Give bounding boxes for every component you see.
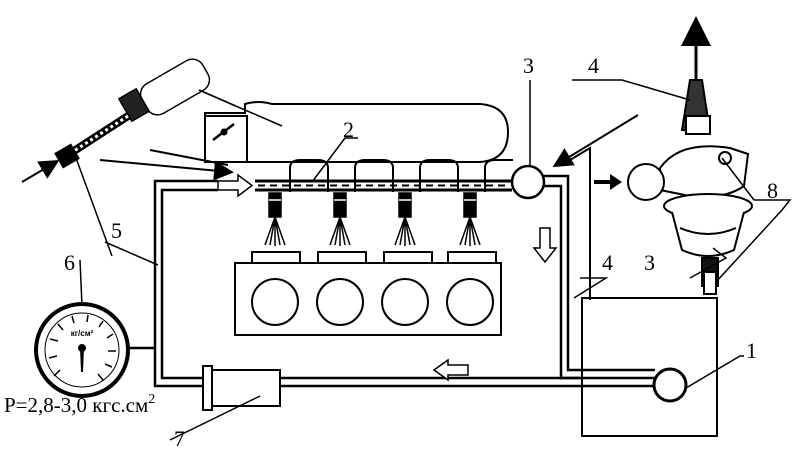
- callout-6: 6: [64, 250, 75, 275]
- regulator-arrow-icon: [594, 174, 622, 190]
- callout-2: 2: [343, 117, 354, 142]
- injector: [459, 192, 481, 246]
- fuel-tank: [581, 297, 718, 437]
- callout-5: 5: [111, 218, 122, 243]
- fuel-filter: [202, 365, 281, 411]
- pressure-caption: P=2,8-3,0 кгс.см2: [4, 392, 155, 417]
- callout-4-vacuum: 4: [588, 53, 599, 78]
- fuel-lines: [128, 146, 655, 388]
- fuel-rail: [255, 179, 512, 192]
- leader-lines: [75, 79, 792, 441]
- regulator-detail: [627, 16, 753, 295]
- pressure-exponent: 2: [148, 392, 155, 407]
- callout-3-rail: 3: [523, 53, 534, 78]
- fuel-pump: [652, 367, 688, 403]
- injector: [394, 192, 416, 246]
- flow-down-arrow-icon: [532, 227, 558, 264]
- test-tool-left: [21, 58, 211, 183]
- gauge-unit: кг/см²: [71, 329, 94, 338]
- intake-runners: [289, 159, 513, 192]
- callout-8: 8: [767, 178, 778, 203]
- pressure-gauge: кг/см²: [34, 302, 130, 398]
- callout-1: 1: [746, 338, 757, 363]
- throttle-body: [204, 115, 248, 163]
- air-arrow-icon: [99, 159, 234, 181]
- flow-left-arrow-icon: [432, 358, 469, 382]
- callout-3-detail: 3: [644, 250, 655, 275]
- callout-4-return: 4: [602, 250, 613, 275]
- air-arrow-icon: [149, 149, 229, 166]
- intake-plenum: [204, 101, 510, 163]
- pressure-value: P=2,8-3,0 кгс.см: [4, 393, 148, 417]
- callout-7: 7: [174, 426, 185, 451]
- pressure-regulator: [510, 164, 546, 200]
- air-arrow-icon: [552, 114, 639, 168]
- pistons: [251, 251, 497, 326]
- injectors: [264, 192, 481, 246]
- injector: [264, 192, 286, 246]
- rail-inlet-arrow-icon: [217, 173, 254, 198]
- injector: [329, 192, 351, 246]
- engine-block: [204, 101, 513, 336]
